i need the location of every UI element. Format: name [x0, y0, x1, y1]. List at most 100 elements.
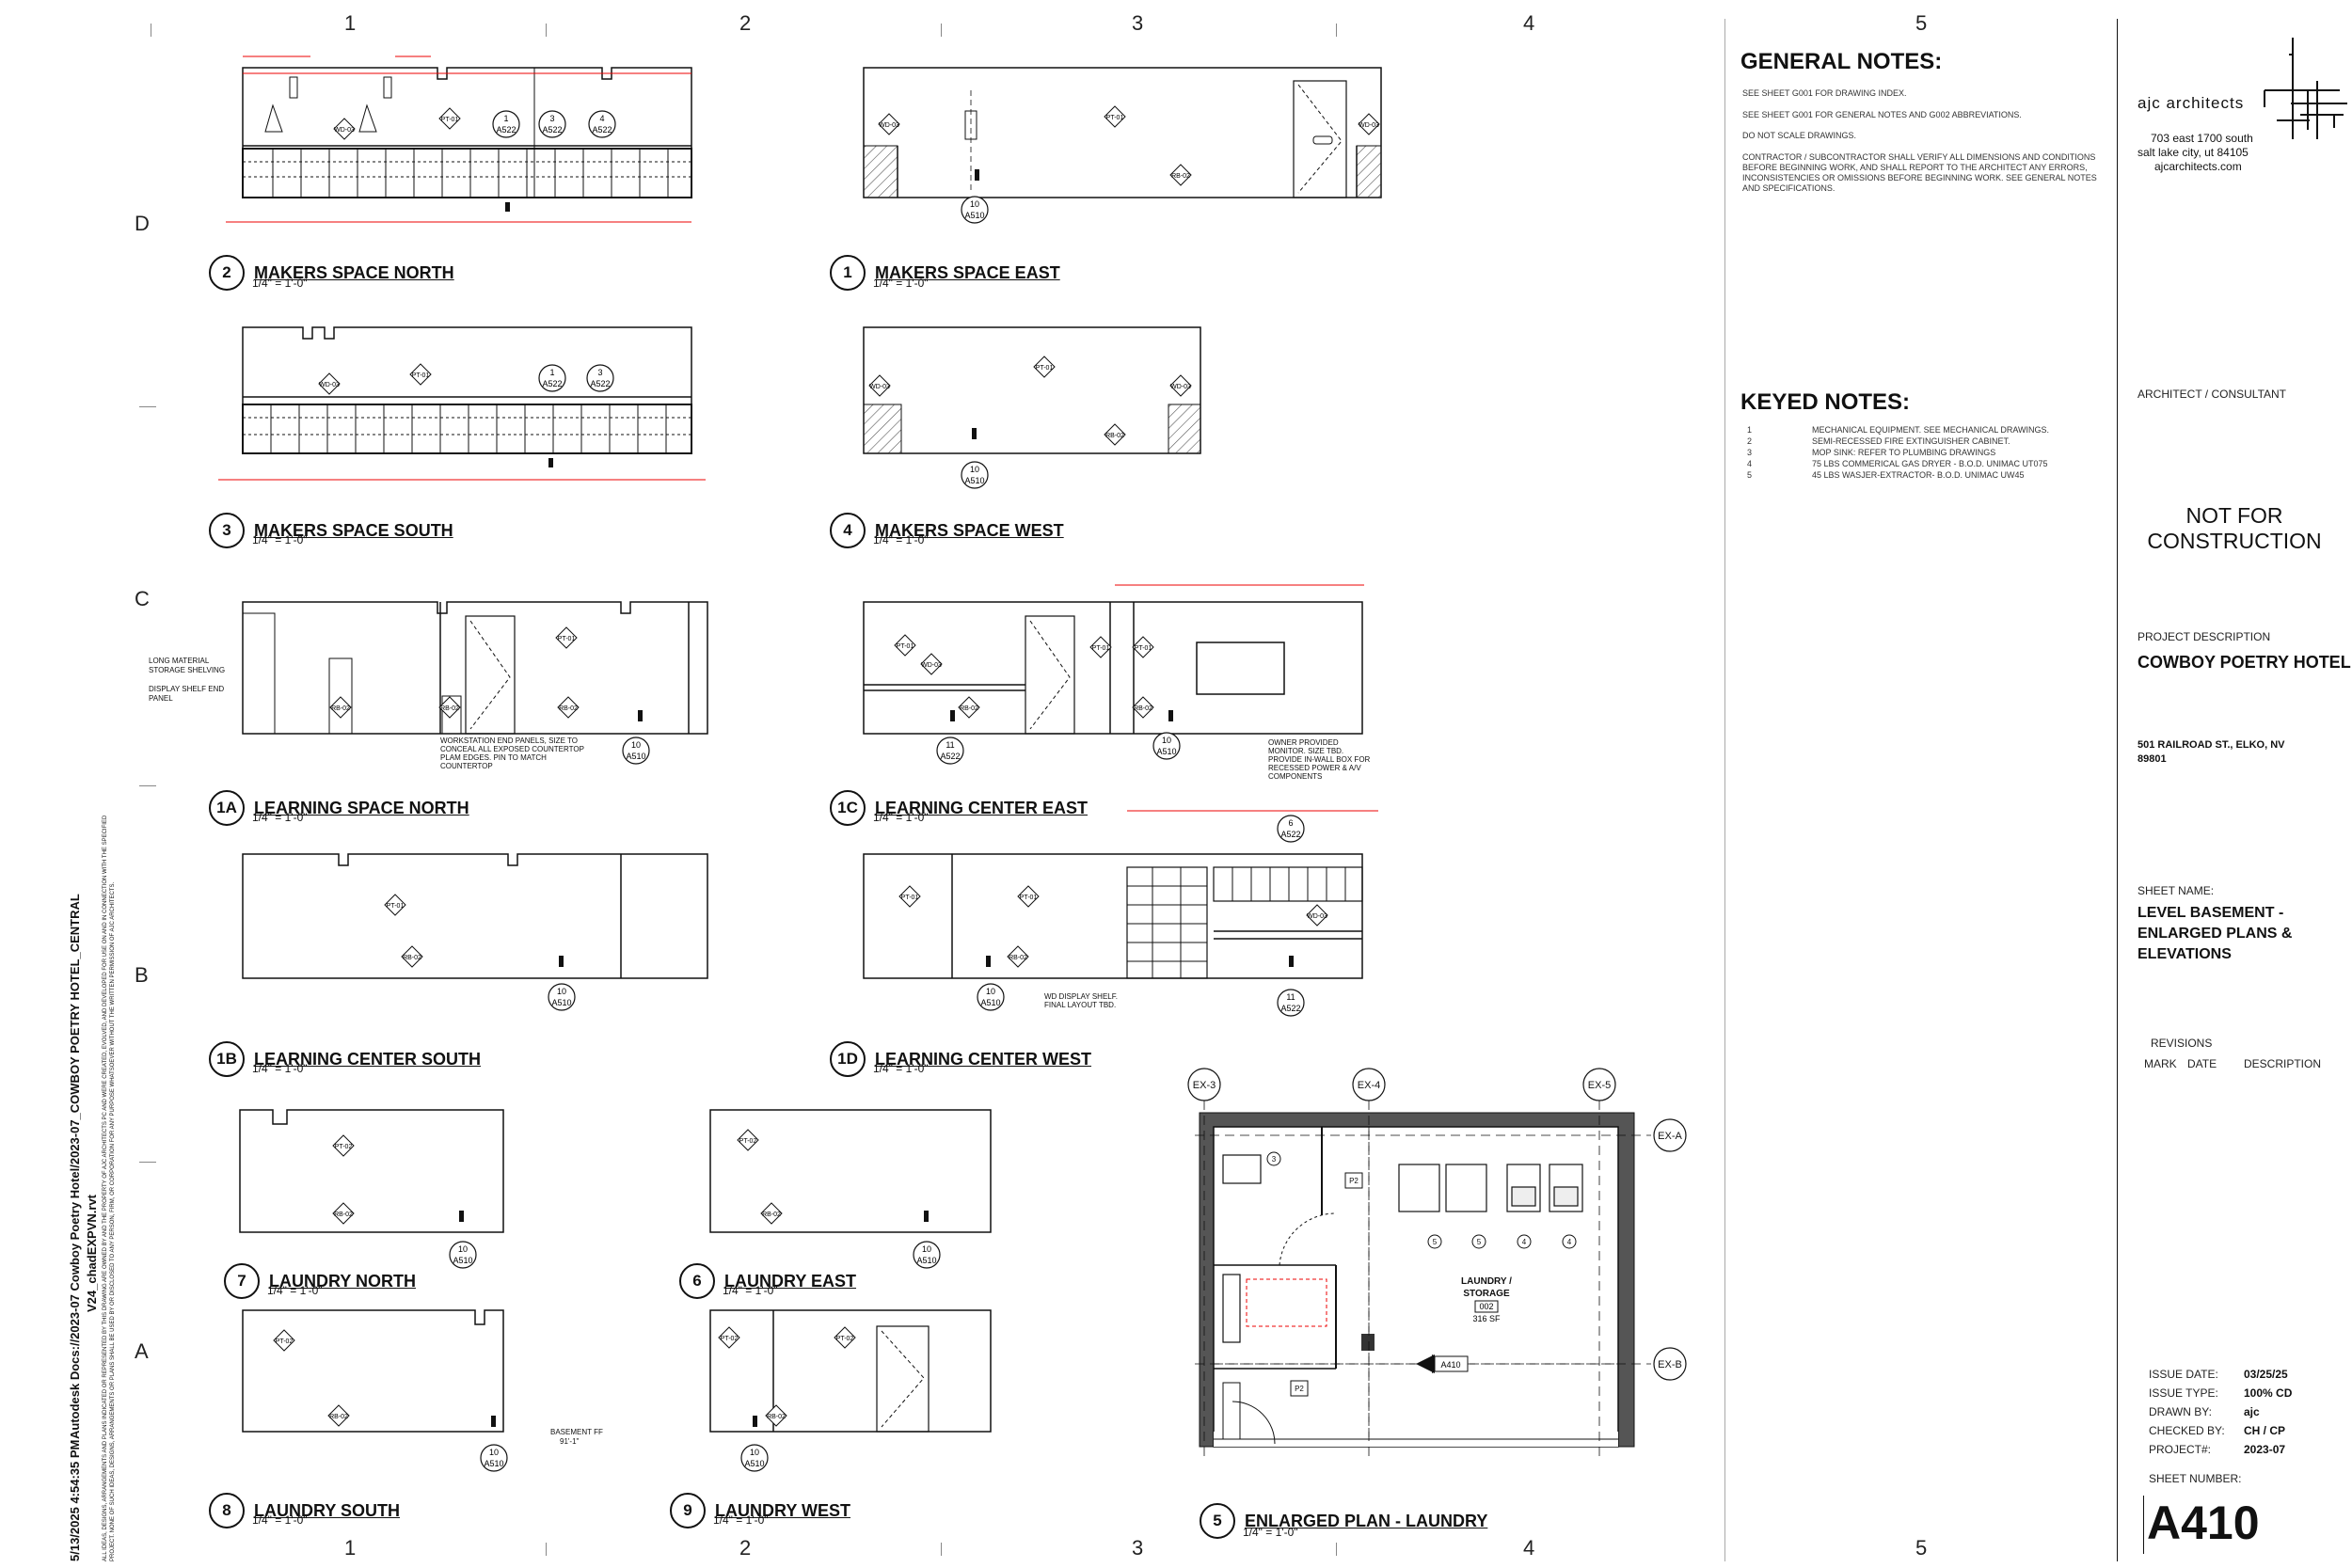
svg-text:RB-02: RB-02	[403, 955, 421, 961]
drawn-by: ajc	[2244, 1405, 2260, 1418]
view-title-laundry-north: 7 LAUNDRY NORTH	[224, 1263, 416, 1299]
grid-col-2-bottom: 2	[739, 1536, 752, 1560]
svg-text:RB-02: RB-02	[767, 1414, 786, 1420]
keyed-note-num: 1	[1747, 425, 1753, 435]
svg-text:A510: A510	[551, 998, 571, 1007]
svg-text:A522: A522	[542, 125, 562, 135]
svg-text:5: 5	[1477, 1238, 1482, 1246]
svg-text:WD-03: WD-03	[1307, 913, 1327, 920]
svg-text:P2: P2	[1349, 1177, 1359, 1185]
keyed-note-text: 75 LBS COMMERICAL GAS DRYER - B.O.D. UNI…	[1812, 459, 2048, 468]
svg-text:10: 10	[458, 1244, 468, 1254]
view-scale: 1/4" = 1'-0"	[873, 811, 929, 824]
elev-learning-space-north	[242, 601, 708, 735]
view-title-learning-space-north: 1A LEARNING SPACE NORTH	[209, 790, 469, 826]
svg-text:STORAGE SHELVING: STORAGE SHELVING	[149, 666, 225, 674]
svg-text:RB-02: RB-02	[559, 705, 578, 712]
elev-learning-center-south	[242, 853, 708, 979]
elev-makers-west	[863, 326, 1201, 454]
svg-text:PT-01: PT-01	[1135, 645, 1152, 652]
view-scale: 1/4" = 1'-0"	[267, 1284, 323, 1297]
svg-text:A510: A510	[626, 752, 645, 761]
view-scale: 1/4" = 1'-0"	[873, 1062, 929, 1075]
svg-text:A510: A510	[1156, 747, 1176, 756]
view-title-makers-west: 4 MAKERS SPACE WEST	[830, 513, 1064, 548]
grid-col-4-bottom: 4	[1523, 1536, 1535, 1560]
view-scale: 1/4" = 1'-0"	[713, 1513, 769, 1527]
sheet-number-label: SHEET NUMBER:	[2149, 1472, 2242, 1485]
rev-desc-header: DESCRIPTION	[2244, 1057, 2322, 1070]
svg-text:PT-02: PT-02	[721, 1336, 739, 1342]
svg-text:RB-02: RB-02	[334, 1212, 353, 1218]
svg-text:PT-01: PT-01	[901, 895, 919, 901]
general-note-item: DO NOT SCALE DRAWINGS.	[1742, 131, 1857, 140]
svg-text:PT-01: PT-01	[387, 903, 405, 910]
svg-text:A522: A522	[590, 379, 610, 388]
project-address: 89801	[2137, 753, 2167, 765]
room-name: LAUNDRY /	[1461, 1276, 1512, 1287]
svg-text:91'-1": 91'-1"	[560, 1437, 580, 1446]
grid-row-a: A	[135, 1339, 149, 1363]
issue-date-label: ISSUE DATE:	[2149, 1368, 2218, 1381]
annotation-workstation: WORKSTATION END PANELS, SIZE TO	[440, 736, 578, 745]
svg-text:RB-02: RB-02	[1105, 433, 1124, 439]
view-title-laundry-south: 8 LAUNDRY SOUTH	[209, 1493, 400, 1528]
svg-text:P2: P2	[1295, 1385, 1304, 1393]
grid-col-1-bottom: 1	[344, 1536, 357, 1560]
svg-text:10: 10	[970, 465, 979, 474]
annotation-wd-display: WD DISPLAY SHELF.	[1044, 992, 1118, 1001]
svg-text:A510: A510	[453, 1256, 472, 1265]
view-title-makers-south: 3 MAKERS SPACE SOUTH	[209, 513, 453, 548]
svg-text:PT-02: PT-02	[335, 1144, 353, 1150]
svg-text:RB-02: RB-02	[762, 1212, 781, 1218]
svg-text:10: 10	[922, 1244, 931, 1254]
svg-text:PT-01: PT-01	[1036, 365, 1054, 372]
firm-logo	[2264, 38, 2347, 139]
elev-laundry-south	[242, 1309, 504, 1433]
svg-text:11: 11	[1286, 992, 1295, 1002]
project-num: 2023-07	[2244, 1443, 2286, 1456]
svg-text:WD-03: WD-03	[921, 662, 942, 669]
firm-address: salt lake city, ut 84105	[2137, 146, 2249, 159]
general-note-item: SEE SHEET G001 FOR GENERAL NOTES AND G00…	[1742, 110, 2022, 119]
sheet-number: A410	[2147, 1497, 2260, 1549]
svg-text:WD-03: WD-03	[869, 384, 890, 390]
grid-row-b: B	[135, 963, 149, 987]
view-scale: 1/4" = 1'-0"	[252, 811, 308, 824]
svg-text:RB-02: RB-02	[1009, 955, 1027, 961]
view-title-learning-center-south: 1B LEARNING CENTER SOUTH	[209, 1041, 481, 1077]
svg-text:RB-02: RB-02	[331, 705, 350, 712]
sheet-name: LEVEL BASEMENT -	[2137, 905, 2284, 921]
view-scale: 1/4" = 1'-0"	[873, 277, 929, 290]
svg-text:A510: A510	[964, 476, 984, 485]
status-line-1: NOT FOR	[2185, 503, 2283, 528]
keyed-note-num: 4	[1747, 459, 1753, 468]
svg-text:WD-03: WD-03	[334, 127, 355, 134]
sheet-name: ENLARGED PLANS &	[2137, 926, 2293, 942]
svg-text:316 SF: 316 SF	[1472, 1314, 1501, 1323]
svg-text:A522: A522	[496, 125, 516, 135]
view-scale: 1/4" = 1'-0"	[252, 533, 308, 546]
rev-mark-header: MARK	[2144, 1057, 2177, 1070]
elev-laundry-east	[709, 1109, 992, 1233]
sheet-name: ELEVATIONS	[2137, 946, 2232, 962]
svg-text:4: 4	[1522, 1238, 1527, 1246]
svg-text:WD-03: WD-03	[319, 382, 340, 388]
elev-makers-east	[863, 67, 1382, 198]
keyed-note-num: 5	[1747, 470, 1753, 480]
svg-text:PT-01: PT-01	[412, 372, 430, 379]
basement-ff-label: BASEMENT FF	[550, 1428, 603, 1436]
svg-text:RB-02: RB-02	[1134, 705, 1152, 712]
svg-text:10: 10	[557, 987, 566, 996]
svg-text:COMPONENTS: COMPONENTS	[1268, 772, 1322, 781]
svg-text:WD-03: WD-03	[1170, 384, 1191, 390]
revisions-label: REVISIONS	[2151, 1037, 2213, 1050]
elev-makers-north	[242, 67, 692, 198]
svg-text:4: 4	[1567, 1238, 1572, 1246]
view-title-enlarged-plan: 5 ENLARGED PLAN - LAUNDRY	[1200, 1503, 1487, 1539]
grid-row-c: C	[135, 587, 150, 610]
view-title-makers-north: 2 MAKERS SPACE NORTH	[209, 255, 454, 291]
keyed-note-num: 2	[1747, 436, 1753, 446]
sheet-name-label: SHEET NAME:	[2137, 884, 2215, 897]
svg-text:11: 11	[946, 740, 954, 750]
